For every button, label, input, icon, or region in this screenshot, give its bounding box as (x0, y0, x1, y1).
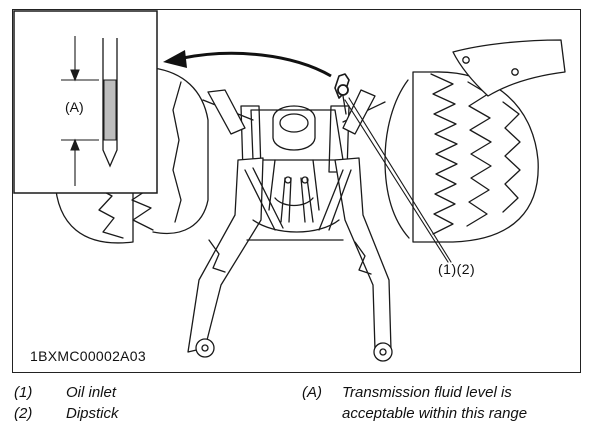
figure-code: 1BXMC00002A03 (30, 348, 146, 364)
callout-label: (1)(2) (438, 261, 476, 277)
left-lower-link (187, 157, 284, 358)
legend-key: (A) (302, 384, 322, 401)
legend-item: (A) Transmission fluid level is (302, 382, 527, 403)
tractor-rear-illustration (13, 10, 566, 362)
right-tire (384, 71, 539, 243)
legend-text: Dipstick (66, 405, 119, 422)
legend-right: (A) Transmission fluid level is acceptab… (302, 382, 527, 424)
fender-panel (452, 39, 566, 97)
right-lift-arm (342, 89, 376, 135)
dipstick-icon (334, 73, 350, 115)
figure-frame: (A) (1)(2) 1BXMC00002A03 (12, 9, 581, 373)
legend-text: Transmission fluid level is (342, 384, 512, 401)
legend-text: acceptable within this range (342, 405, 528, 422)
level-range-label: (A) (65, 99, 84, 115)
legend-key: (2) (14, 405, 33, 422)
direction-arrow-icon (163, 50, 332, 78)
legend-left: (1) Oil inlet (2) Dipstick (14, 382, 119, 424)
right-lower-link (318, 157, 393, 362)
left-lift-arm (207, 89, 246, 135)
inset-dipstick-detail (13, 10, 158, 194)
legend-item: (1) Oil inlet (14, 382, 119, 403)
legend-text: Oil inlet (66, 384, 117, 401)
legend-item: (2) Dipstick (14, 403, 119, 424)
legend-key-spacer (302, 403, 342, 424)
legend-item-continuation: acceptable within this range (302, 403, 527, 424)
legend-key: (1) (14, 384, 33, 401)
